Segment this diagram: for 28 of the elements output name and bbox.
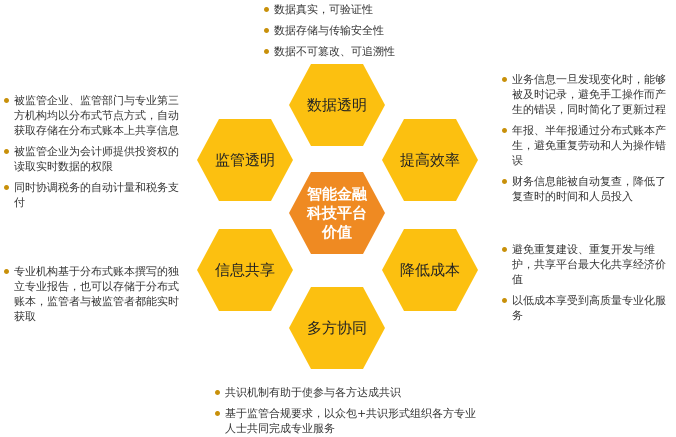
bullet-text: 业务信息一旦发现变化时，能够被及时记录，避免手工操作而产生的错误，同时简化了更新过程	[512, 73, 666, 116]
hexagon-label: 降低成本	[399, 260, 461, 280]
bullet-text: 数据真实，可验证性	[274, 3, 373, 16]
hexagon	[289, 287, 385, 369]
hexagon	[289, 64, 385, 146]
bullet-text: 数据不可篡改、可追溯性	[274, 45, 395, 58]
bullet-text: 年报、半年报通过分布式账本产生，避免重复劳动和人为操作错误	[512, 124, 666, 167]
hexagon	[197, 229, 293, 311]
center-hexagon	[289, 172, 385, 254]
bullet-text: 数据存储与传输安全性	[274, 24, 384, 37]
hexagon-label: 多方协同	[306, 318, 368, 338]
bullet-text: 被监管企业为会计师提供投资权的读取实时数据的权限	[14, 145, 179, 173]
bullet-text: 被监管企业、监管部门与专业第三方机构均以分布式节点方式，自动获取存储在分布式账本上共享信息	[14, 94, 179, 137]
bullet-text: 专业机构基于分布式账本撰写的独立专业报告，也可以存储于分布式账本，监管者与被监管者都能实时获取	[14, 265, 179, 323]
bullet-text: 基于监管合规要求，以众包+共识形式组织各方专业人士共同完成专业服务	[225, 407, 476, 435]
hexagon-label: 智能金融科技平台价值	[306, 184, 368, 242]
bullet-text: 以低成本享受到高质量专业化服务	[512, 294, 666, 322]
bullet-text: 同时协调税务的自动计量和税务支付	[14, 181, 179, 209]
hexagon-label: 提高效率	[399, 150, 461, 170]
bullet-text: 避免重复建设、重复开发与维护，共享平台最大化共享经济价值	[512, 243, 666, 286]
hexagon-label: 信息共享	[214, 260, 276, 280]
hexagon	[382, 119, 478, 201]
hexagon	[197, 119, 293, 201]
hexagon	[382, 229, 478, 311]
hexagon-label: 数据透明	[306, 94, 368, 116]
bullet-text: 共识机制有助于使参与各方达成共识	[225, 386, 401, 399]
bullet-text: 财务信息能被自动复查，降低了复查时的时间和人员投入	[512, 175, 666, 203]
hexagon-label: 监管透明	[214, 150, 276, 170]
